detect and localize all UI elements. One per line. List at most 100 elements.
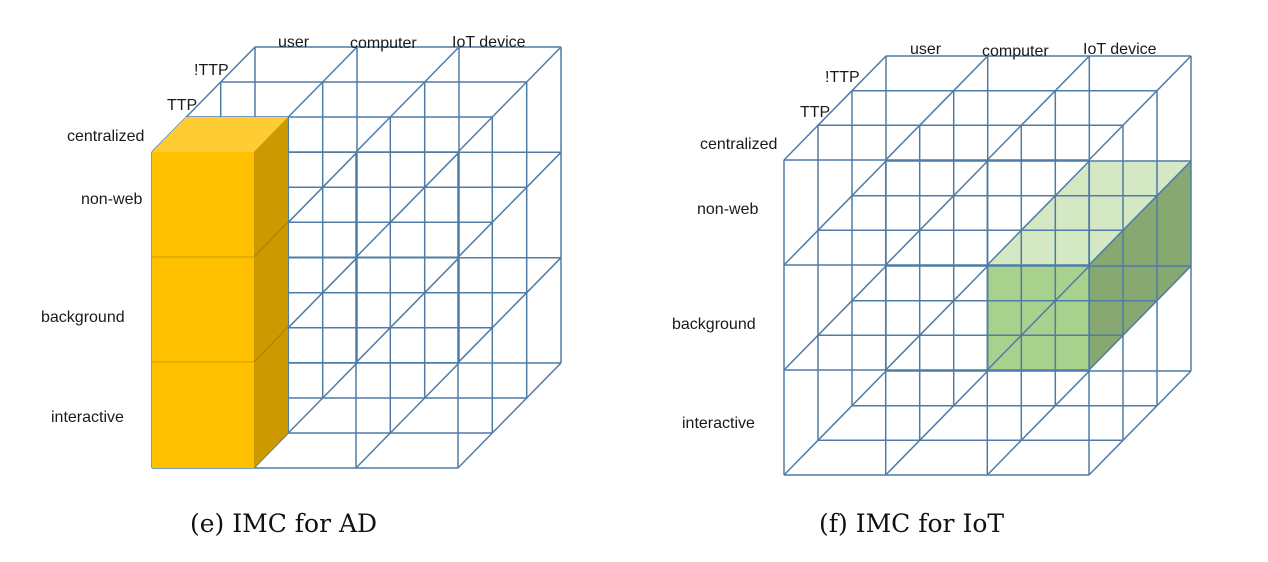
- grid-line: [322, 151, 358, 188]
- grid-line: [986, 334, 1022, 371]
- row-label-non-web: non-web: [697, 201, 758, 218]
- grid-line: [1054, 370, 1090, 407]
- figure-caption-ad: (e) IMC for AD: [190, 509, 377, 538]
- grid-line: [919, 405, 955, 441]
- grid-line: [851, 160, 887, 197]
- grid-line: [355, 116, 391, 153]
- grid-line: [1122, 90, 1158, 126]
- grid-line: [1020, 405, 1056, 441]
- grid-line: [322, 46, 358, 83]
- highlight-ad-divider: [253, 326, 289, 363]
- column-label-computer: computer: [350, 35, 417, 52]
- grid-line: [1088, 334, 1124, 371]
- grid-line: [986, 124, 1022, 161]
- column-label-computer: computer: [982, 43, 1049, 60]
- grid-line: [355, 432, 391, 469]
- grid-line: [526, 362, 562, 399]
- grid-line: [253, 432, 289, 469]
- highlight-ad-front: [152, 152, 254, 468]
- grid-line: [817, 405, 853, 441]
- grid-line: [457, 221, 493, 258]
- grid-line: [783, 439, 819, 476]
- depth-label-not-ttp: !TTP: [194, 62, 229, 79]
- grid-line: [1088, 229, 1124, 266]
- grid-line: [885, 124, 921, 161]
- column-label-iot-device: IoT device: [452, 34, 526, 51]
- grid-line: [851, 370, 887, 407]
- grid-line: [389, 397, 426, 434]
- depth-label-centralized: centralized: [700, 136, 777, 153]
- grid-line: [526, 257, 562, 294]
- grid-line: [1054, 265, 1090, 302]
- grid-line: [885, 229, 921, 266]
- grid-line: [220, 46, 256, 83]
- column-label-user: user: [278, 34, 310, 51]
- grid-line: [424, 46, 460, 83]
- grid-line: [491, 397, 528, 434]
- grid-line: [424, 362, 460, 399]
- grid-line: [783, 229, 819, 266]
- grid-line: [457, 327, 493, 364]
- grid-line: [424, 257, 460, 294]
- grid-line: [986, 229, 1022, 266]
- grid-line: [185, 81, 222, 118]
- grid-line: [919, 195, 955, 231]
- row-label-interactive: interactive: [51, 409, 124, 426]
- grid-line: [424, 151, 460, 188]
- grid-line: [491, 186, 528, 223]
- grid-line: [919, 300, 955, 336]
- grid-line: [1122, 300, 1158, 336]
- grid-line: [851, 265, 887, 302]
- grid-line: [287, 397, 324, 434]
- grid-line: [783, 124, 819, 161]
- grid-line: [287, 186, 324, 223]
- grid-line: [322, 362, 358, 399]
- grid-line: [1088, 124, 1124, 161]
- grid-line: [287, 81, 324, 118]
- row-label-non-web: non-web: [81, 191, 142, 208]
- grid-line: [491, 292, 528, 329]
- grid-line: [355, 327, 391, 364]
- depth-label-centralized: centralized: [67, 128, 144, 145]
- grid-line: [389, 292, 426, 329]
- highlight-ad-top: [152, 117, 288, 152]
- grid-line: [355, 221, 391, 258]
- grid-line: [1156, 370, 1192, 407]
- grid-line: [1156, 55, 1192, 92]
- grid-line: [783, 334, 819, 371]
- grid-line: [389, 81, 426, 118]
- grid-line: [1020, 300, 1056, 336]
- highlight-ad-side: [254, 117, 288, 468]
- grid-line: [526, 151, 562, 188]
- depth-label-not-ttp: !TTP: [825, 69, 860, 86]
- grid-line: [885, 439, 921, 476]
- grid-line: [389, 186, 426, 223]
- grid-line: [1054, 160, 1090, 197]
- highlight-column-ad: [152, 117, 289, 468]
- grid-line: [1156, 160, 1192, 197]
- grid-line: [953, 55, 989, 92]
- grid-line: [986, 439, 1022, 476]
- row-label-background: background: [41, 309, 125, 326]
- grid-line: [1122, 405, 1158, 441]
- grid-line: [1054, 55, 1090, 92]
- depth-label-ttp: TTP: [800, 104, 830, 121]
- grid-line: [1020, 195, 1056, 231]
- grid-line: [817, 195, 853, 231]
- figure-caption-iot: (f) IMC for IoT: [819, 509, 1004, 538]
- grid-line: [491, 81, 528, 118]
- grid-line: [1156, 265, 1192, 302]
- grid-line: [953, 160, 989, 197]
- highlight-ad-divider: [253, 221, 289, 258]
- grid-line: [287, 292, 324, 329]
- depth-label-ttp: TTP: [167, 97, 197, 114]
- row-label-interactive: interactive: [682, 415, 755, 432]
- grid-line: [457, 116, 493, 153]
- grid-line: [817, 90, 853, 126]
- grid-line: [1088, 439, 1124, 476]
- grid-line: [953, 370, 989, 407]
- row-label-background: background: [672, 316, 756, 333]
- figure-iot: user computer IoT device !TTP TTP centra…: [672, 41, 1192, 538]
- grid-line: [526, 46, 562, 83]
